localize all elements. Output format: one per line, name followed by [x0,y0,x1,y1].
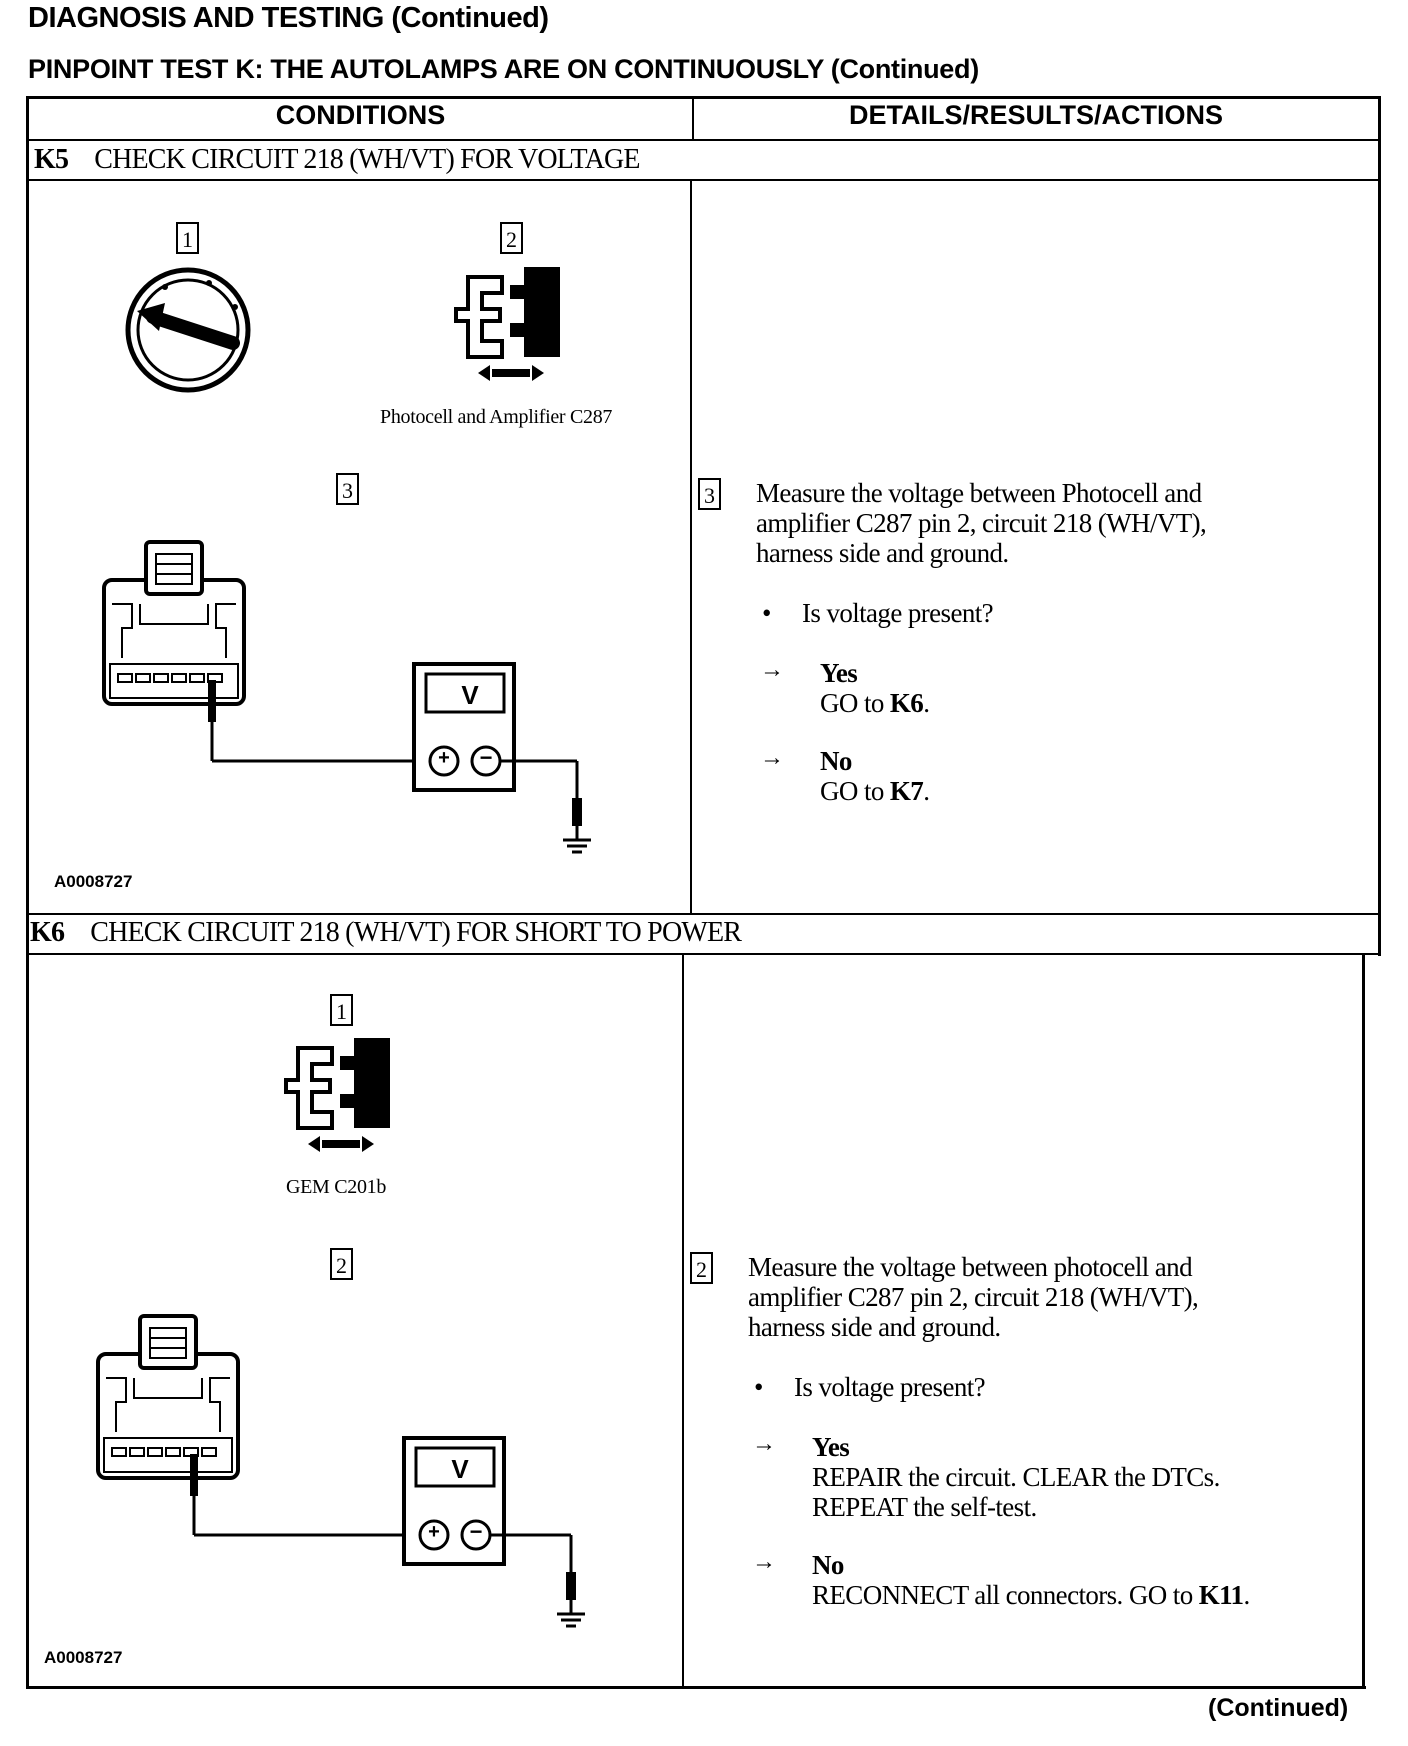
k6-callout-2: 2 [330,1248,353,1280]
k6-instruction: Measure the voltage between photocell an… [748,1252,1358,1342]
step-k5-number: K5 [34,144,69,175]
k5-no-action: GO to K7. [820,776,930,806]
k6-instruction-line-2: amplifier C287 pin 2, circuit 218 (WH/VT… [748,1282,1199,1312]
k6-yes-label: Yes [812,1432,850,1462]
k5-meter-label: V [461,680,479,710]
k5-question-bullet: • [762,598,771,628]
k5-instruction-line-2: amplifier C287 pin 2, circuit 218 (WH/VT… [756,508,1207,538]
k5-no-label: No [820,746,852,776]
step-k6-title: K6 CHECK CIRCUIT 218 (WH/VT) FOR SHORT TO… [30,917,742,949]
k6-no-result: No RECONNECT all connectors. GO to K11. [812,1550,1372,1610]
k6-instruction-callout: 2 [690,1252,713,1284]
k6-no-label: No [812,1550,844,1580]
k6-connector-label: GEM C201b [286,1176,387,1198]
k6-instruction-line-1: Measure the voltage between photocell an… [748,1252,1193,1282]
k6-no-arrow-icon: → [752,1548,776,1575]
k5-yes-action-prefix: GO to [820,688,890,718]
page-title: DIAGNOSIS AND TESTING (Continued) [28,2,549,34]
k5-yes-action: GO to K6. [820,688,930,718]
k5-callout-3: 3 [336,473,359,505]
step-k6-number: K6 [30,917,65,948]
k6-no-action-target: K11 [1198,1580,1244,1610]
k6-meter-minus: − [469,1519,483,1544]
k6-yes-action-2: REPEAT the self-test. [812,1492,1037,1522]
k5-yes-action-suffix: . [923,688,930,718]
column-header-conditions: CONDITIONS [275,100,446,130]
k6-yes-result: Yes REPAIR the circuit. CLEAR the DTCs. … [812,1432,1372,1522]
k5-yes-arrow-icon: → [760,656,784,683]
k5-meter-plus: + [438,747,450,769]
k5-instruction-callout: 3 [698,478,721,510]
disconnect-connector-icon [284,1038,390,1152]
k5-no-arrow-icon: → [760,744,784,771]
k6-no-action: RECONNECT all connectors. GO to K11. [812,1580,1372,1610]
k5-instruction-line-3: harness side and ground. [756,538,1009,568]
step-k5-heading: CHECK CIRCUIT 218 (WH/VT) FOR VOLTAGE [94,144,640,175]
k5-no-result: No GO to K7. [820,746,930,806]
k5-callout-2: 2 [500,222,523,254]
page-continued: (Continued) [1208,1694,1349,1722]
k5-connector-label: Photocell and Amplifier C287 [380,406,613,428]
k5-yes-label: Yes [820,658,858,688]
k5-meter-minus: − [479,745,493,770]
k5-figure-id: A0008727 [54,872,133,891]
ignition-switch-icon [125,267,251,393]
k6-figure-id: A0008727 [44,1648,123,1667]
k5-yes-result: Yes GO to K6. [820,658,930,718]
k6-instruction-line-3: harness side and ground. [748,1312,1001,1342]
disconnect-connector-icon [454,267,560,381]
k6-yes-arrow-icon: → [752,1430,776,1457]
k6-question-bullet: • [754,1372,763,1402]
k5-instruction: Measure the voltage between Photocell an… [756,478,1366,568]
column-header-details: DETAILS/RESULTS/ACTIONS [848,100,1223,130]
k6-no-action-suffix: . [1243,1580,1250,1610]
k5-voltmeter-diagram [102,540,591,854]
k6-meter-label: V [451,1454,469,1484]
k6-question: Is voltage present? [794,1372,986,1402]
k6-voltmeter-diagram [96,1314,585,1628]
k6-no-action-prefix: RECONNECT all connectors. GO to [812,1580,1199,1610]
page-subtitle: PINPOINT TEST K: THE AUTOLAMPS ARE ON CO… [28,54,979,84]
k6-callout-1: 1 [330,994,353,1026]
k5-no-action-target: K7 [889,776,924,806]
k5-callout-1: 1 [176,222,199,254]
k5-question: Is voltage present? [802,598,994,628]
k6-meter-plus: + [428,1521,440,1543]
step-k6-heading: CHECK CIRCUIT 218 (WH/VT) FOR SHORT TO P… [90,917,742,948]
k5-no-action-suffix: . [923,776,930,806]
step-k5-title: K5 CHECK CIRCUIT 218 (WH/VT) FOR VOLTAGE [34,144,641,176]
k5-instruction-line-1: Measure the voltage between Photocell an… [756,478,1202,508]
k5-no-action-prefix: GO to [820,776,890,806]
k5-yes-action-target: K6 [889,688,924,718]
k6-yes-action-1: REPAIR the circuit. CLEAR the DTCs. [812,1462,1220,1492]
